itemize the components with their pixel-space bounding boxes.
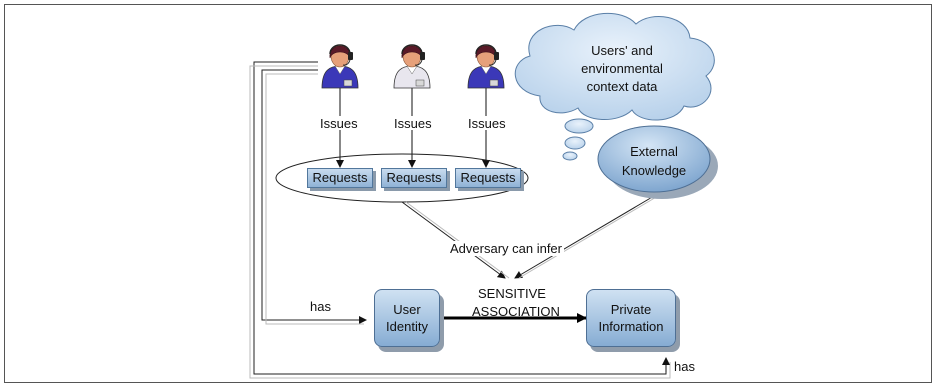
sensitive-label: SENSITIVE — [478, 286, 546, 301]
inference-lines — [401, 195, 655, 279]
user-icon — [467, 44, 505, 89]
external-line-1: External — [630, 144, 678, 159]
adversary-label: Adversary can infer — [448, 241, 564, 256]
user-identity-box: User Identity — [374, 289, 440, 347]
issues-label-1: Issues — [320, 116, 358, 131]
user-identity-line-2: Identity — [386, 319, 428, 334]
user-icon — [321, 44, 359, 89]
user-icon — [393, 44, 431, 89]
diagram-frame — [4, 4, 932, 383]
association-label: ASSOCIATION — [472, 304, 560, 319]
user-identity-line-1: User — [393, 302, 421, 317]
user-icons — [321, 44, 505, 89]
issues-label-2: Issues — [394, 116, 432, 131]
issue-arrows — [336, 88, 490, 168]
context-cloud-text: Users' and environmental context data — [556, 42, 688, 96]
issues-label-3: Issues — [468, 116, 506, 131]
cloud-line-2: environmental — [581, 61, 663, 76]
cloud-line-3: context data — [586, 79, 658, 94]
private-information-box: Private Information — [586, 289, 676, 347]
has-label-left: has — [310, 299, 331, 314]
private-information-line-2: Information — [598, 319, 664, 334]
has-label-bottom: has — [674, 359, 695, 374]
cloud-bubbles — [562, 118, 594, 161]
cloud-line-1: Users' and — [591, 43, 653, 58]
request-box-2: Requests — [381, 168, 447, 188]
private-information-line-1: Private — [610, 302, 652, 317]
external-knowledge-ellipse — [597, 125, 711, 193]
request-box-1: Requests — [307, 168, 373, 188]
external-line-2: Knowledge — [621, 163, 687, 178]
context-cloud — [514, 12, 715, 121]
request-box-3: Requests — [455, 168, 521, 188]
external-knowledge-text: External Knowledge — [604, 142, 704, 180]
